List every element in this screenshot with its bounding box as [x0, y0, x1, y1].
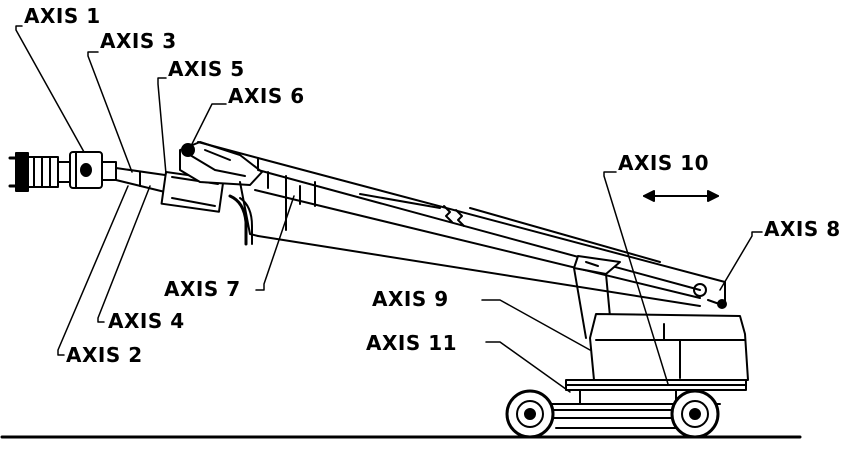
- support-strut: [573, 255, 621, 339]
- label-axis-2: AXIS 2: [66, 343, 143, 367]
- label-axis-10: AXIS 10: [618, 151, 710, 175]
- double-arrow-icon: [643, 190, 719, 202]
- label-axis-4: AXIS 4: [108, 309, 185, 333]
- label-axis-5: AXIS 5: [168, 57, 245, 81]
- label-axis-9: AXIS 9: [372, 287, 449, 311]
- boom-pivot: [693, 283, 707, 297]
- label-axis-11: AXIS 11: [366, 331, 458, 355]
- front-wheel: [505, 389, 555, 439]
- label-axis-6: AXIS 6: [228, 84, 305, 108]
- vehicle-body: [565, 313, 749, 391]
- robot-arm-diagram: [0, 25, 802, 439]
- rear-wheel: [670, 389, 720, 439]
- leader-lines: [15, 25, 763, 393]
- cable: [228, 194, 248, 246]
- label-axis-7: AXIS 7: [164, 277, 241, 301]
- end-effector: [8, 151, 117, 192]
- label-axis-1: AXIS 1: [24, 4, 101, 28]
- label-axis-8: AXIS 8: [764, 217, 841, 241]
- label-axis-3: AXIS 3: [100, 29, 177, 53]
